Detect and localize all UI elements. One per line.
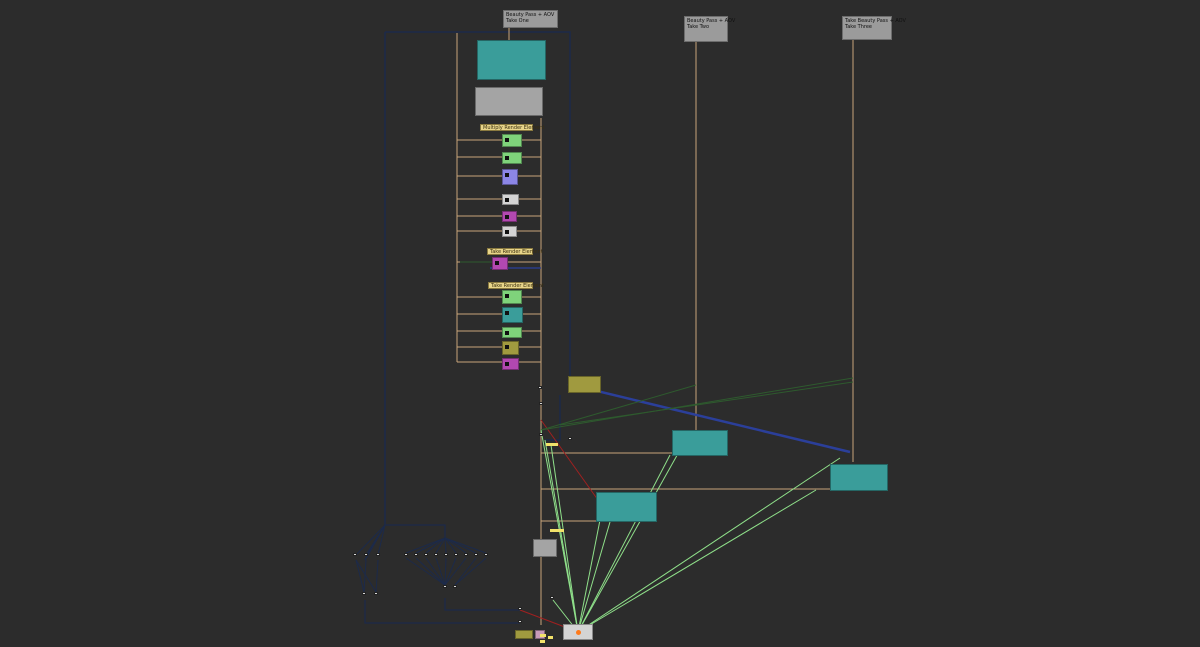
wire (577, 457, 841, 633)
fan-node[interactable] (464, 553, 468, 556)
fan-node[interactable] (484, 553, 488, 556)
backdrop-title-multiply[interactable]: Multiply Render Element (480, 124, 544, 131)
wire (385, 31, 571, 380)
fan-node[interactable] (364, 553, 368, 556)
node-tag-icon (505, 331, 509, 335)
node-tag-icon (505, 362, 509, 366)
fan-node[interactable] (404, 553, 408, 556)
group-node-take-two[interactable] (672, 430, 728, 456)
render-element-node[interactable] (502, 307, 523, 323)
node-tag-icon (505, 156, 509, 160)
node-tag-icon (505, 230, 509, 234)
wire (540, 419, 599, 501)
fan-node[interactable] (362, 592, 366, 595)
node-tag-icon (505, 311, 509, 315)
render-element-node[interactable] (502, 152, 522, 164)
node-tag-icon (505, 215, 509, 219)
yellow-chip (548, 636, 553, 639)
wire (577, 521, 611, 633)
dot-node[interactable] (538, 386, 542, 389)
take-two-label-node[interactable]: Beauty Pass + AOV Take Two (684, 16, 735, 42)
fan-tree-left (355, 524, 386, 593)
node-tag-icon (505, 198, 509, 202)
fan-node[interactable] (443, 585, 447, 588)
merge-node-olive[interactable] (568, 376, 601, 393)
yellow-chip (546, 443, 558, 446)
fan-tree-right (405, 537, 487, 586)
render-element-node[interactable] (502, 327, 522, 338)
wire (540, 377, 854, 431)
group-node-take-three[interactable] (830, 464, 888, 491)
render-element-node[interactable] (502, 134, 522, 147)
node-tag-icon (505, 138, 509, 142)
wire (364, 600, 520, 624)
fan-node[interactable] (353, 553, 357, 556)
yellow-chip (540, 634, 546, 637)
wire (364, 32, 386, 561)
render-element-node[interactable] (502, 211, 517, 222)
fan-node[interactable] (374, 592, 378, 595)
backdrop-title-take-2[interactable]: Take Render Element (488, 282, 544, 289)
fan-node[interactable] (376, 553, 380, 556)
render-element-node[interactable] (502, 226, 517, 237)
wire (577, 489, 817, 633)
output-olive-node[interactable] (515, 630, 533, 639)
render-element-node[interactable] (502, 290, 522, 304)
wire (559, 381, 854, 426)
fan-node[interactable] (444, 553, 448, 556)
node-tag-icon (495, 261, 499, 265)
render-element-node[interactable] (502, 341, 519, 355)
dot-node[interactable] (518, 607, 522, 610)
backdrop-title-take-1[interactable]: Take Render Element (487, 248, 543, 255)
node-tag-icon (505, 345, 509, 349)
fan-node[interactable] (474, 553, 478, 556)
wire (550, 444, 579, 633)
output-dot-icon (576, 630, 581, 635)
fan-node[interactable] (434, 553, 438, 556)
dot-node[interactable] (539, 433, 543, 436)
wire (577, 449, 681, 633)
take-three-label-node[interactable]: Take Beauty Pass + AOV Take Three (842, 16, 906, 40)
render-element-node[interactable] (502, 194, 519, 205)
fan-node[interactable] (424, 553, 428, 556)
yellow-chip (540, 640, 545, 643)
take-one-label-node[interactable]: Beauty Pass + AOV Take One (503, 10, 558, 28)
wire (545, 395, 561, 441)
wire (544, 439, 579, 633)
wire (540, 384, 697, 431)
fan-node[interactable] (453, 585, 457, 588)
grey-node[interactable] (533, 539, 557, 557)
fan-node[interactable] (454, 553, 458, 556)
wire (385, 524, 446, 540)
wire (577, 519, 601, 633)
dot-node[interactable] (539, 402, 543, 405)
node-tag-icon (505, 294, 509, 298)
dot-node[interactable] (568, 437, 572, 440)
node-tag-icon (505, 173, 509, 177)
wire (444, 598, 520, 611)
wire (577, 454, 671, 633)
yellow-chip (550, 529, 564, 532)
render-element-node[interactable] (492, 257, 508, 270)
wire (567, 382, 851, 454)
dot-node[interactable] (518, 620, 522, 623)
group-node-grey[interactable] (475, 87, 543, 116)
render-element-node[interactable] (502, 358, 519, 370)
group-node-take-one[interactable] (596, 492, 657, 522)
dot-node[interactable] (550, 596, 554, 599)
fan-node[interactable] (414, 553, 418, 556)
render-element-node[interactable] (502, 169, 518, 185)
group-node-top[interactable] (477, 40, 546, 80)
